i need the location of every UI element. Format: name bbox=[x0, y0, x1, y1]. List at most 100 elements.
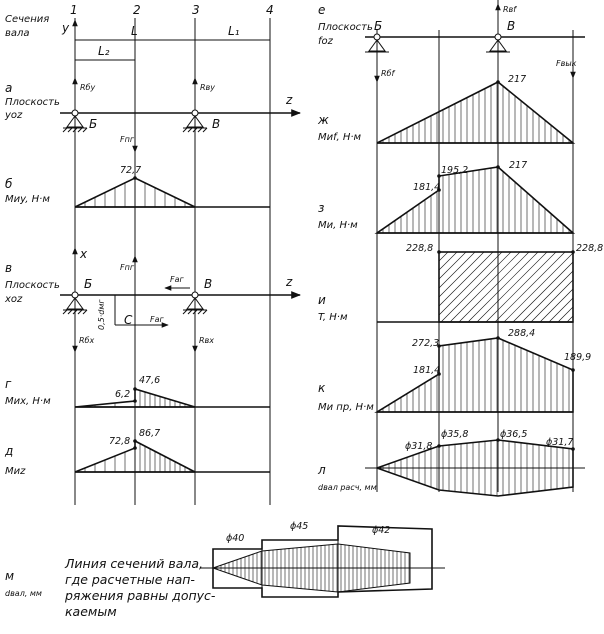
panel-k-title: Mи пр, Н·м bbox=[318, 402, 374, 413]
panel-i-value-1: 228,8 bbox=[406, 243, 433, 254]
panel-d-title: Mиz bbox=[5, 466, 26, 477]
panel-i-value-2: 228,8 bbox=[576, 243, 603, 254]
panel-g-value-2: 47,6 bbox=[139, 375, 160, 386]
panel-zh-hatch bbox=[382, 82, 570, 143]
panel-l-point-3 bbox=[571, 447, 575, 451]
panel-a-z-label: z bbox=[285, 93, 293, 107]
panel-zh-peak bbox=[496, 80, 500, 84]
y-axis-label: y bbox=[61, 21, 70, 35]
panel-e-title-1: Плоскость bbox=[318, 22, 373, 33]
panel-zh-epure bbox=[376, 81, 576, 144]
panel-k-value-3: 288,4 bbox=[508, 328, 535, 339]
panel-v-support-B-label: Б bbox=[84, 277, 92, 291]
panel-m-title: dвал, мм bbox=[5, 589, 42, 598]
panel-i-letter: и bbox=[318, 293, 326, 307]
panel-z-letter: з bbox=[318, 201, 324, 215]
panel-g-value-1: 6,2 bbox=[115, 389, 130, 400]
panel-v-title-2: xoz bbox=[4, 294, 23, 305]
panel-m: м dвал, мм Линия сечений вала, где расче… bbox=[5, 521, 445, 619]
panel-e-reaction-top: Rвf bbox=[503, 5, 517, 14]
panel-a-reaction-V: Rвy bbox=[200, 83, 215, 92]
panel-d-point-2 bbox=[133, 439, 137, 443]
panel-m-note-1: Линия сечений вала, bbox=[64, 556, 203, 571]
panel-v-support-B bbox=[62, 291, 88, 315]
panel-b-letter: б bbox=[5, 177, 13, 191]
dim-L2: L₂ bbox=[98, 44, 110, 58]
panel-l-dia-2: ϕ35,8 bbox=[441, 429, 468, 440]
panel-v-force-c: Fаг bbox=[150, 315, 165, 324]
panel-l-point-1 bbox=[437, 444, 441, 448]
panel-v-x-label: x bbox=[79, 247, 88, 261]
panel-l-letter: л bbox=[317, 463, 326, 477]
panel-a-support-B-label: Б bbox=[89, 117, 97, 131]
shaft-dia-3: ϕ42 bbox=[372, 525, 390, 536]
panel-e-support-V bbox=[486, 33, 510, 53]
panel-i-hatch bbox=[438, 251, 574, 323]
panel-l-dia-3: ϕ36,5 bbox=[500, 429, 527, 440]
panel-e-support-V-label: В bbox=[507, 19, 515, 33]
panel-d-hatch bbox=[84, 444, 191, 472]
panel-v-support-V bbox=[182, 291, 208, 315]
panel-a-support-V-label: В bbox=[212, 117, 220, 131]
shaft-outline bbox=[212, 525, 433, 598]
panel-a-support-V bbox=[182, 109, 208, 133]
panel-v-z-label: z bbox=[285, 275, 293, 289]
panel-i-point-2 bbox=[571, 250, 575, 254]
panel-z-epure bbox=[374, 166, 576, 234]
panel-l-point-2 bbox=[496, 438, 500, 442]
panel-a-force: Fпг bbox=[120, 135, 135, 144]
panel-e-reaction-B: Rбf bbox=[381, 69, 395, 78]
section-number-4: 4 bbox=[266, 3, 274, 17]
panel-e-support-B-label: Б bbox=[374, 19, 382, 33]
panel-k-letter: к bbox=[318, 381, 326, 395]
panel-b-value: 72,7 bbox=[120, 165, 141, 176]
panel-g-hatch bbox=[94, 390, 186, 407]
panel-e-support-B bbox=[365, 33, 389, 53]
panel-k-point-4 bbox=[571, 368, 575, 372]
panel-v-reaction-V: Rвx bbox=[199, 336, 214, 345]
panel-zh-value: 217 bbox=[508, 74, 526, 85]
panel-zh-letter: ж bbox=[317, 113, 329, 127]
shaft-hatch bbox=[216, 544, 410, 592]
panel-b-hatch bbox=[84, 178, 186, 207]
panel-v-support-V-label: В bbox=[204, 277, 212, 291]
panel-z-hatch bbox=[382, 167, 570, 233]
right-column: е Плоскость foz Б В Rвf Rбf Fвык ж Mиf, … bbox=[317, 0, 603, 497]
panel-g-point-1 bbox=[133, 399, 137, 403]
shaft-dia-2: ϕ45 bbox=[290, 521, 308, 532]
panel-l-hatch bbox=[382, 440, 570, 496]
panel-z-value-3: 217 bbox=[509, 160, 527, 171]
sections-title-2: вала bbox=[5, 28, 30, 39]
section-number-3: 3 bbox=[192, 3, 200, 17]
panel-a-reaction-B: Rбy bbox=[80, 83, 95, 92]
shaft-dia-1: ϕ40 bbox=[226, 533, 244, 544]
left-column: 1 2 3 4 Сечения вала y L L₁ L₂ а Плоскос… bbox=[4, 3, 301, 505]
panel-b-title: Mиy, Н·м bbox=[5, 194, 50, 205]
panel-z-value-2: 195,2 bbox=[441, 165, 468, 176]
panel-i-epure bbox=[438, 251, 574, 323]
section-number-1: 1 bbox=[70, 3, 78, 17]
panel-k-point-1 bbox=[437, 372, 441, 376]
dim-L: L bbox=[131, 24, 138, 38]
panel-l-dia-4: ϕ31,7 bbox=[546, 437, 573, 448]
panel-z-title: Mи, Н·м bbox=[318, 220, 358, 231]
panel-d-letter: д bbox=[4, 444, 13, 458]
panel-l-dia-1: ϕ31,8 bbox=[405, 441, 432, 452]
panel-m-note-3: ряжения равны допус- bbox=[64, 588, 216, 603]
shaft-calc-profile bbox=[211, 543, 411, 593]
panel-i-title: T, Н·м bbox=[318, 312, 348, 323]
panel-k-hatch bbox=[382, 338, 570, 412]
panel-z-value-1: 181,4 bbox=[413, 182, 440, 193]
panel-v-letter: в bbox=[5, 261, 12, 275]
panel-g-point-2 bbox=[133, 387, 137, 391]
panel-a-letter: а bbox=[5, 81, 12, 95]
panel-a-title-1: Плоскость bbox=[5, 97, 60, 108]
section-number-2: 2 bbox=[133, 3, 141, 17]
panel-m-note-2: где расчетные нап- bbox=[65, 572, 195, 587]
panel-d-value-2: 86,7 bbox=[139, 428, 160, 439]
panel-zh-title: Mиf, Н·м bbox=[318, 132, 362, 143]
panel-z-point-2 bbox=[437, 174, 441, 178]
sections-title: Сечения bbox=[5, 14, 49, 25]
panel-e-force: Fвык bbox=[556, 59, 577, 68]
